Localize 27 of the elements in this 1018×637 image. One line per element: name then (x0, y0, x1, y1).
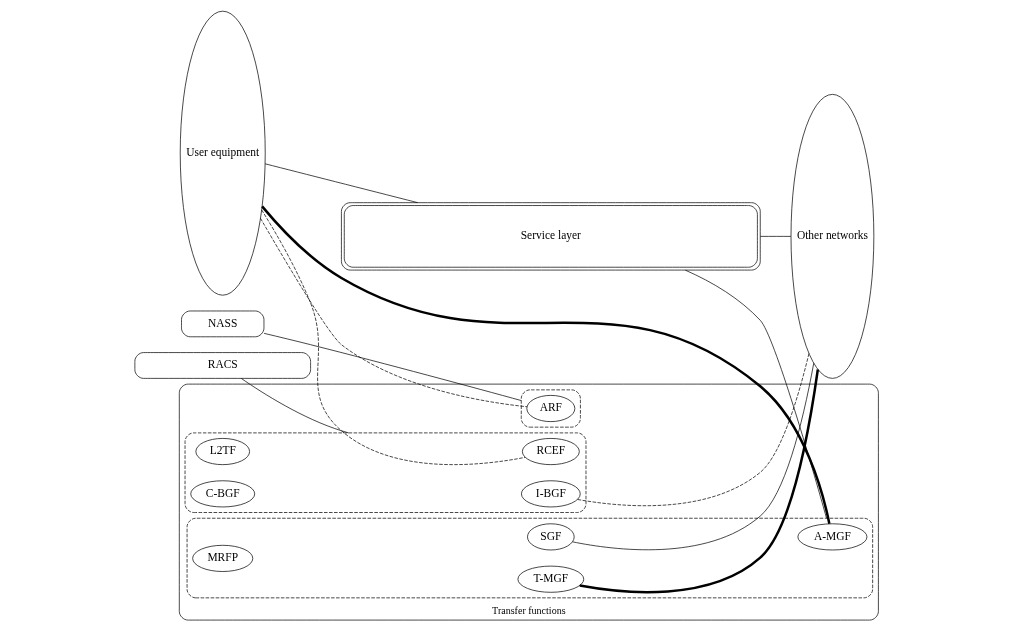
node-ellipse: SGF (526, 523, 575, 551)
connector (260, 209, 525, 465)
connector (264, 163, 418, 203)
connector (263, 332, 522, 401)
connector (259, 218, 527, 408)
node-ellipse: Other networks (790, 94, 874, 379)
connector (576, 353, 809, 507)
connector (759, 236, 791, 237)
cluster (184, 432, 586, 513)
connector (571, 362, 814, 551)
node-ellipse: ARF (526, 395, 575, 422)
connector (240, 378, 349, 434)
node-ellipse: User equipment (179, 10, 266, 296)
node-box: RACS (134, 352, 311, 379)
cluster (520, 389, 581, 428)
node-ellipse: C-BGF (189, 480, 255, 508)
node-ellipse: MRFP (191, 544, 253, 572)
connector (684, 269, 827, 519)
connector (260, 205, 831, 524)
cluster (186, 517, 873, 599)
node-ellipse: A-MGF (797, 523, 867, 551)
node-ellipse: RCEF (521, 438, 580, 465)
node-box: NASS (180, 310, 264, 338)
node-ellipse: I-BGF (520, 480, 581, 508)
connector (579, 369, 819, 594)
node-ellipse: L2TF (195, 438, 250, 465)
node-ellipse: T-MGF (517, 565, 584, 593)
